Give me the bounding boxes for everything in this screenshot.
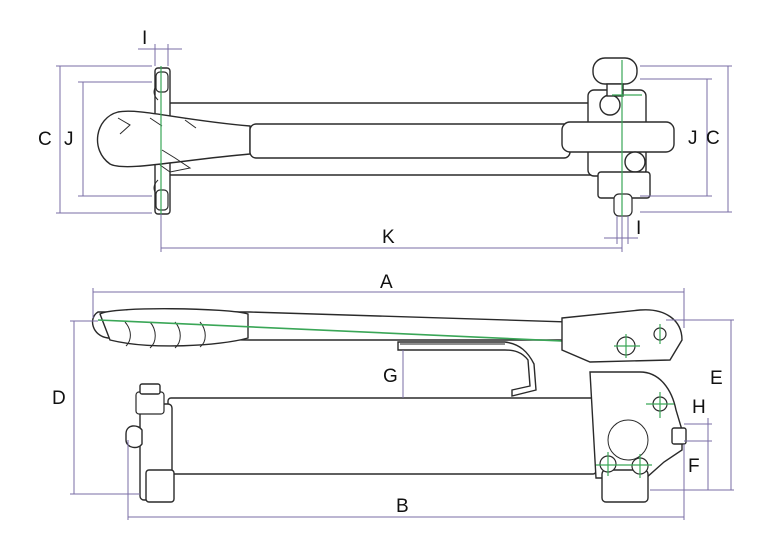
dim-d-label: D bbox=[52, 388, 66, 409]
side-handle-grip bbox=[99, 308, 249, 347]
top-handle-ribs bbox=[117, 117, 197, 135]
dim-a-label: A bbox=[380, 272, 393, 293]
top-outlet-bolt bbox=[613, 193, 633, 217]
top-release-valve-stem bbox=[606, 83, 624, 97]
top-handle bbox=[96, 110, 251, 168]
top-pump-head-pivot bbox=[599, 94, 621, 116]
side-outlet-port bbox=[671, 427, 687, 445]
dim-j-left-label: J bbox=[64, 129, 74, 150]
top-handle-link bbox=[159, 149, 192, 173]
dim-g-label: G bbox=[383, 366, 398, 387]
side-handle-grip-ridges bbox=[124, 321, 206, 349]
side-left-breather bbox=[125, 425, 143, 449]
dim-b-label: B bbox=[396, 496, 409, 517]
dim-j-right-label: J bbox=[688, 128, 698, 149]
side-reservoir-tube bbox=[167, 397, 597, 475]
side-pump-inner bbox=[607, 419, 649, 461]
top-pump-head-pivot-2 bbox=[624, 151, 646, 173]
dim-k-label: K bbox=[382, 227, 395, 248]
side-view: A D G E H F B bbox=[52, 272, 734, 520]
dim-i-top-label: I bbox=[142, 28, 147, 49]
dim-c-left-label: C bbox=[38, 129, 52, 150]
side-left-fill-plug bbox=[135, 391, 165, 415]
top-left-bolt-top bbox=[155, 71, 169, 93]
dim-h-label: H bbox=[692, 397, 706, 418]
top-view: I C J J C K I bbox=[38, 28, 732, 252]
side-left-base bbox=[145, 469, 175, 503]
top-left-bolt-bottom bbox=[155, 189, 169, 211]
side-lever-head bbox=[561, 309, 683, 363]
side-link-rod bbox=[397, 341, 537, 397]
side-pump-base bbox=[601, 469, 649, 503]
side-left-fill-cap bbox=[139, 383, 161, 395]
top-handle-bar bbox=[249, 123, 571, 159]
dim-i-bottom-label: I bbox=[636, 218, 641, 239]
top-pump-head-arm bbox=[561, 121, 675, 153]
side-handle-centerline bbox=[97, 319, 629, 345]
dim-c-right-label: C bbox=[706, 128, 720, 149]
dim-f-label: F bbox=[688, 456, 700, 477]
top-release-knob bbox=[592, 57, 638, 85]
dim-e-label: E bbox=[710, 368, 723, 389]
